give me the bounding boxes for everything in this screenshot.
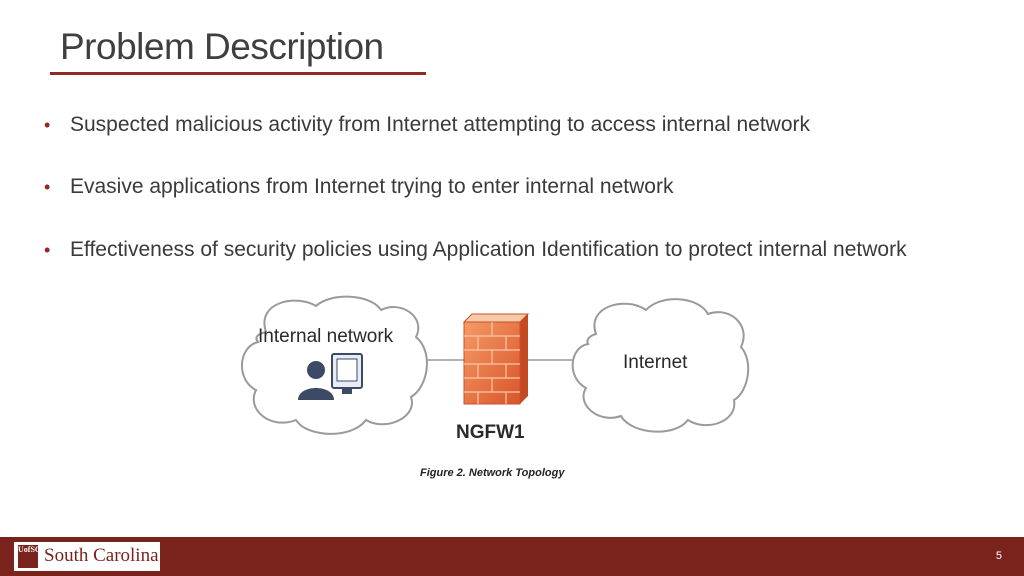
bullet-text: Effectiveness of security policies using…: [70, 238, 907, 261]
bullet-item: • Suspected malicious activity from Inte…: [44, 97, 974, 153]
network-topology-diagram: Internal network NGFW1: [241, 295, 750, 443]
bullet-text: Evasive applications from Internet tryin…: [70, 175, 674, 198]
firewall-brick-icon: [462, 313, 530, 405]
bullet-text: Suspected malicious activity from Intern…: [70, 113, 811, 136]
slide-title: Problem Description: [60, 26, 384, 67]
bullet-dot: •: [44, 177, 51, 197]
user-workstation-icon: [298, 353, 363, 400]
page-number: 5: [995, 550, 1002, 562]
logo-text: South Carolina: [44, 545, 159, 566]
bullet-item: • Evasive applications from Internet try…: [44, 159, 974, 215]
footer-bar: UofSC South Carolina 5: [0, 537, 1024, 576]
bullet-dot: •: [44, 115, 51, 135]
title-underline: [50, 72, 426, 75]
internal-network-label: Internal network: [258, 326, 394, 347]
logo-seal: UofSC: [18, 545, 41, 568]
university-logo: UofSC South Carolina: [14, 542, 160, 571]
internet-cloud: [571, 298, 750, 433]
figure-caption: Figure 2. Network Topology: [420, 467, 565, 479]
firewall-label: NGFW1: [456, 422, 525, 443]
bullet-item: • Effectiveness of security policies usi…: [44, 222, 974, 278]
internet-label: Internet: [623, 352, 688, 373]
bullet-dot: •: [44, 240, 51, 260]
